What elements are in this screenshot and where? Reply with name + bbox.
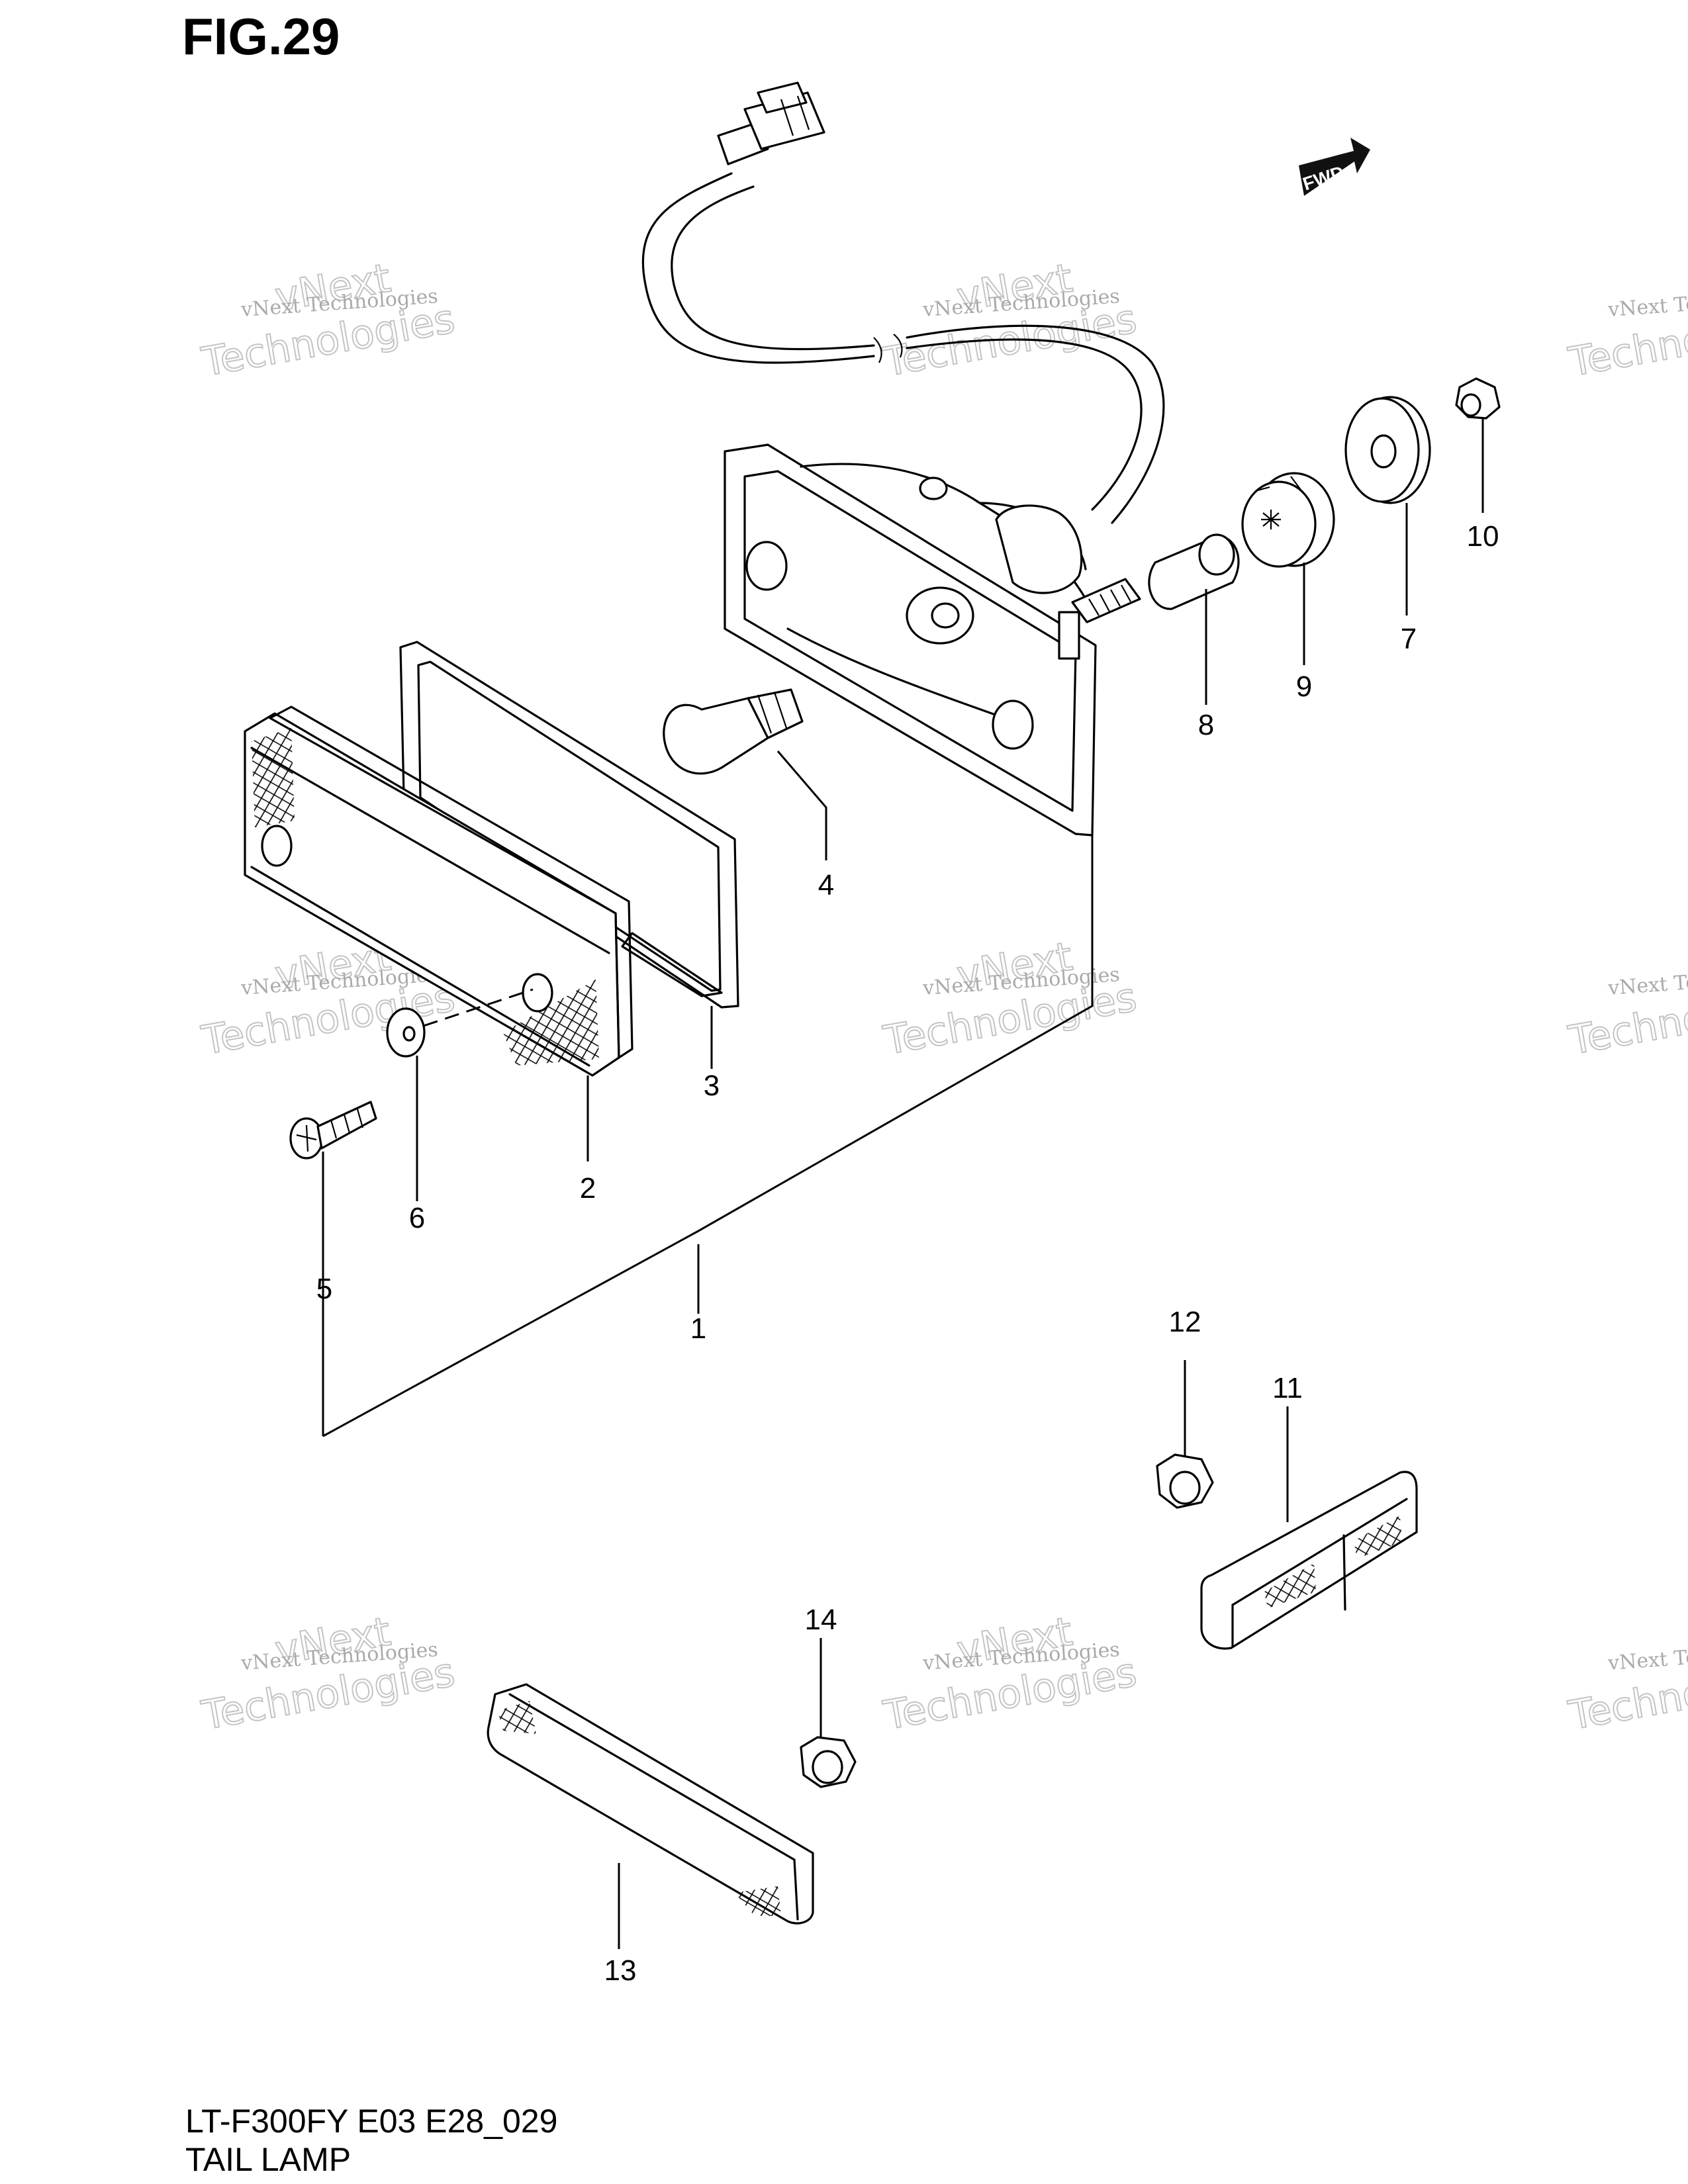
- leader-lines: [322, 418, 1484, 1949]
- watermark-right-edge: vNext Technologies Technologies vNext Te…: [1564, 285, 1688, 1740]
- side-reflector-11: [1200, 1471, 1418, 1650]
- callout-14: 14: [805, 1604, 837, 1636]
- callout-5: 5: [316, 1273, 332, 1305]
- svg-text:vNext Technologies: vNext Technologies: [1607, 285, 1688, 322]
- callout-9: 9: [1296, 670, 1312, 703]
- watermark-mid-center: vNext Technologies vNext Technologies: [879, 933, 1141, 1065]
- callout-11: 11: [1272, 1372, 1303, 1404]
- washer-6: [386, 1007, 426, 1058]
- nut-10: [1455, 377, 1501, 420]
- callout-1: 1: [690, 1312, 706, 1345]
- svg-text:vNext Technologies: vNext Technologies: [1607, 1638, 1688, 1675]
- nut-14: [800, 1736, 857, 1788]
- nut-12: [1156, 1453, 1214, 1509]
- model-code: LT-F300FY E03 E28_029: [185, 2103, 557, 2140]
- forward-arrow-icon: FWD: [1299, 138, 1370, 196]
- wire-connector: [717, 81, 825, 165]
- watermark-bottom-center: vNext Technologies vNext Technologies: [879, 1608, 1141, 1740]
- watermark-bottom-left: vNext Technologies vNext Technologies: [197, 1608, 459, 1740]
- callout-8: 8: [1198, 709, 1214, 741]
- callout-2: 2: [580, 1172, 596, 1205]
- bulb: [663, 688, 804, 775]
- watermark-top-center: vNext Technologies vNext Technologies: [879, 254, 1141, 387]
- lamp-lens: [244, 705, 633, 1077]
- lamp-housing: [724, 443, 1141, 837]
- callout-4: 4: [818, 869, 834, 901]
- collar-8: [1148, 533, 1240, 610]
- callout-labels: 1 2 3 4 5 6 7 8 9 10 11 12 13 14: [316, 520, 1499, 1987]
- callout-12: 12: [1169, 1306, 1201, 1338]
- rear-reflector-13: [487, 1683, 814, 1925]
- leader-4: [776, 751, 827, 860]
- figure-title: FIG.29: [182, 7, 340, 66]
- washer-7: [1344, 396, 1431, 504]
- callout-6: 6: [409, 1202, 425, 1234]
- callout-3: 3: [704, 1069, 720, 1102]
- svg-text:vNext Technologies: vNext Technologies: [1607, 963, 1688, 1000]
- watermark-top-left: vNext Technologies vNext Technologies: [197, 254, 459, 387]
- screw-5: [289, 1101, 377, 1160]
- callout-13: 13: [604, 1954, 637, 1987]
- callout-7: 7: [1401, 623, 1417, 655]
- wire-harness: [641, 81, 1165, 524]
- figure-caption: TAIL LAMP: [185, 2141, 351, 2178]
- callout-10: 10: [1467, 520, 1499, 553]
- grommet-9: [1241, 472, 1335, 568]
- washer-alignment-line: [423, 988, 534, 1027]
- housing-stud: [1058, 578, 1141, 660]
